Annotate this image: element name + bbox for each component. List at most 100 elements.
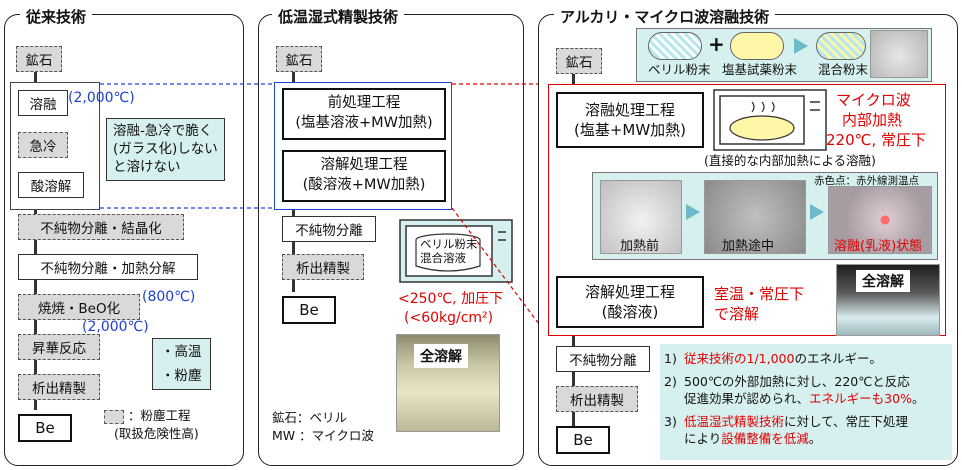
dissolve-process-right: 溶解処理工程 (酸溶液): [556, 276, 704, 328]
legend-dust-label: ：粉塵工程: [128, 408, 191, 423]
result-text: のエネルギー。: [794, 351, 882, 366]
step-ore-right: 鉱石: [556, 48, 602, 74]
photo-arrow-1: [686, 204, 700, 220]
temp-baking: (800℃): [142, 289, 196, 305]
photo-before-heating: [600, 180, 682, 254]
dissolve-cond-2: で溶解: [714, 305, 760, 323]
callout-quench: 溶融-急冷で脆く (ガラス化)しない と溶けない: [106, 118, 225, 181]
result-line: 3) 低温湿式精製技術に対して、常圧下処理: [664, 413, 924, 431]
dissolve-process-mid: 溶解処理工程 (酸溶液+MW加熱): [282, 150, 446, 202]
melt-cond-1: マイクロ波: [836, 91, 911, 109]
step-precipitate-mid: 析出精製: [282, 254, 364, 280]
base-powder-icon: [730, 32, 784, 60]
legend-dust-sub: (取扱危険性高): [114, 426, 199, 441]
results-box: [660, 344, 952, 460]
melt-process-title: 溶融処理工程: [584, 100, 675, 119]
result-text: に対して、常圧下処理: [784, 413, 909, 429]
step-be-right: Be: [556, 426, 610, 454]
step-ore-mid: 鉱石: [276, 46, 322, 72]
photo-molten-state: [828, 186, 932, 254]
photo-label-mid: 加熱途中: [722, 239, 775, 254]
result-number: 1): [664, 351, 677, 366]
temp-sublime: (2,000℃): [82, 319, 149, 335]
temp-melt: (2,000℃): [68, 90, 135, 106]
result-text: 。: [808, 431, 822, 446]
mix-label-base: 塩基試薬粉末: [722, 62, 798, 77]
microwave-oven-illustration: [713, 89, 827, 151]
melt-process-box: 溶融処理工程 (塩基+MW加熱): [556, 92, 704, 148]
result-text: 低温湿式精製技術: [684, 413, 785, 429]
dissolve-process-right-title: 溶解処理工程: [584, 282, 675, 301]
mixed-powder-icon: [816, 32, 866, 60]
result-text: により: [684, 431, 722, 446]
microwave-vessel-illustration: [399, 219, 513, 283]
photo-label-molten: 溶融(乳液)状態: [834, 239, 923, 254]
pre-process-title: 前処理工程: [327, 95, 401, 112]
dissolve-process-mid-title: 溶解処理工程: [320, 157, 408, 174]
step-quench-left: 急冷: [18, 132, 68, 158]
mixed-powder-photo: [870, 30, 928, 78]
panel-title-wet: 低温湿式精製技術: [272, 6, 405, 27]
result-line: 1) 従来技術の1/1,000のエネルギー。: [664, 350, 924, 368]
callout-hazard: ・高温 ・粉塵: [152, 338, 211, 391]
step-be-mid: Be: [282, 296, 336, 324]
callout-quench-line2: (ガラス化)しない: [113, 141, 218, 158]
dissolve-process-mid-detail: (酸溶液+MW加熱): [302, 177, 426, 193]
vessel-label-2: 混合溶液: [420, 251, 466, 265]
callout-hazard-line2: ・粉塵: [161, 368, 202, 385]
result-line: 促進効果が認められ、エネルギーも30%。: [664, 390, 924, 408]
callout-quench-line3: と溶けない: [113, 159, 181, 176]
step-impurity-mid: 不純物分離: [282, 216, 376, 242]
step-ore-left: 鉱石: [16, 46, 62, 72]
melt-cond-2: 内部加熱: [842, 111, 903, 129]
result-text: エネルギーも30%: [809, 391, 912, 406]
pre-process-box: 前処理工程 (塩基溶液+MW加熱): [282, 88, 446, 140]
result-text: 500℃の外部加熱に対し、220℃と反応: [684, 373, 910, 389]
step-impurity-right: 不純物分離: [556, 346, 650, 372]
beryl-powder-icon: [648, 32, 702, 60]
results-list: 1) 従来技術の1/1,000のエネルギー。 2) 500℃の外部加熱に対し、220℃…: [664, 350, 924, 448]
result-text: 。: [911, 391, 925, 406]
mid-conditions-2: (<60kg/cm²): [404, 310, 494, 326]
step-impurity-crystal: 不純物分離・結晶化: [18, 214, 184, 240]
result-text: 設備整備を低減: [721, 431, 809, 446]
photo-arrow-2: [810, 204, 824, 220]
mid-legend-ore: 鉱石：ベリル: [272, 410, 348, 425]
result-number: 3): [664, 413, 677, 429]
callout-quench-line1: 溶融-急冷で脆く: [113, 123, 213, 139]
step-sublimation: 昇華反応: [18, 334, 100, 360]
result-line: により設備整備を低減。: [664, 430, 924, 448]
legend-dust-swatch: [104, 410, 124, 424]
mix-plus: +: [708, 32, 725, 56]
result-number: 2): [664, 373, 677, 389]
vessel-label-1: ベリル粉末: [420, 237, 478, 251]
melt-cond-3: 220℃, 常圧下: [826, 131, 927, 149]
arrow-icon: [794, 38, 808, 54]
mix-label-beryl: ベリル粉末: [648, 62, 711, 77]
mid-photo-label: 全溶解: [414, 344, 468, 368]
melt-process-detail: (塩基+MW加熱): [573, 121, 687, 139]
result-text: 従来技術の1/1,000: [684, 351, 795, 366]
step-acid-dissolve-left: 酸溶解: [18, 172, 84, 198]
melt-caption: (直接的な内部加熱による溶融): [704, 153, 876, 168]
panel-title-alkali: アルカリ・マイクロ波溶融技術: [554, 6, 776, 27]
callout-hazard-line1: ・高温: [161, 344, 202, 360]
step-impurity-thermal: 不純物分離・加熱分解: [18, 254, 198, 280]
step-baking-beo: 焼焼・BeO化: [18, 294, 140, 320]
mix-label-mixed: 混合粉末: [818, 62, 869, 77]
thermo-note: 赤色点：赤外線測温点: [814, 175, 919, 187]
dissolve-cond-1: 室温・常圧下: [714, 285, 805, 303]
photo-mid-heating: [704, 180, 806, 254]
step-melt-left: 溶融: [18, 90, 68, 116]
flow-line-left: [34, 70, 37, 410]
dissolve-process-right-detail: (酸溶液): [601, 303, 659, 321]
step-precipitate-right: 析出精製: [556, 386, 638, 412]
panel-title-conventional: 従来技術: [20, 6, 93, 27]
step-precipitate-left: 析出精製: [18, 374, 100, 400]
photo-label-before: 加熱前: [620, 239, 660, 254]
mid-legend-mw: MW ：マイクロ波: [272, 428, 374, 443]
pre-process-detail: (塩基溶液+MW加熱): [295, 115, 433, 131]
step-be-left: Be: [18, 414, 72, 442]
result-text: 促進効果が認められ、: [684, 391, 810, 406]
